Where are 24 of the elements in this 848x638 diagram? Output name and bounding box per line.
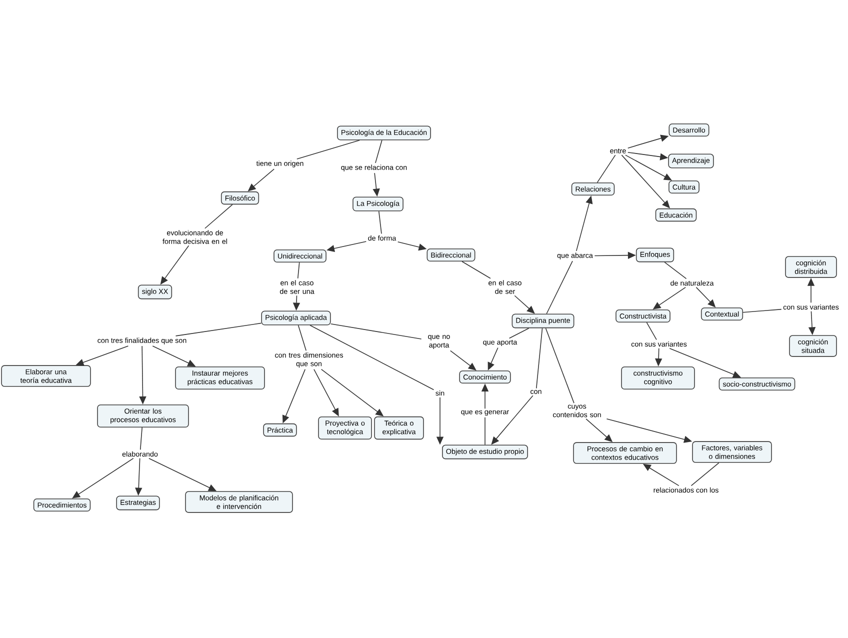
connector-line bbox=[296, 140, 360, 160]
connector-line bbox=[742, 308, 782, 313]
connector-line bbox=[330, 323, 422, 340]
connector-line bbox=[375, 140, 382, 164]
connector-line bbox=[596, 154, 616, 183]
connector-line bbox=[690, 462, 720, 486]
connector-line bbox=[646, 322, 657, 340]
arrow bbox=[625, 154, 672, 180]
connector-line bbox=[545, 328, 574, 404]
connector-line bbox=[310, 324, 434, 390]
arrow bbox=[450, 350, 476, 370]
connector-line bbox=[378, 210, 382, 234]
arrow bbox=[72, 458, 134, 498]
connector-line bbox=[484, 416, 486, 446]
connector-line bbox=[297, 262, 300, 279]
connector-line bbox=[664, 262, 687, 280]
connector-line bbox=[536, 328, 543, 389]
connector-line bbox=[140, 427, 142, 450]
connector-line bbox=[204, 204, 233, 229]
connector-line bbox=[175, 322, 262, 336]
connector-line bbox=[462, 261, 491, 279]
connector-line bbox=[546, 260, 573, 314]
connector-line bbox=[298, 324, 307, 352]
connector-line bbox=[508, 328, 530, 339]
